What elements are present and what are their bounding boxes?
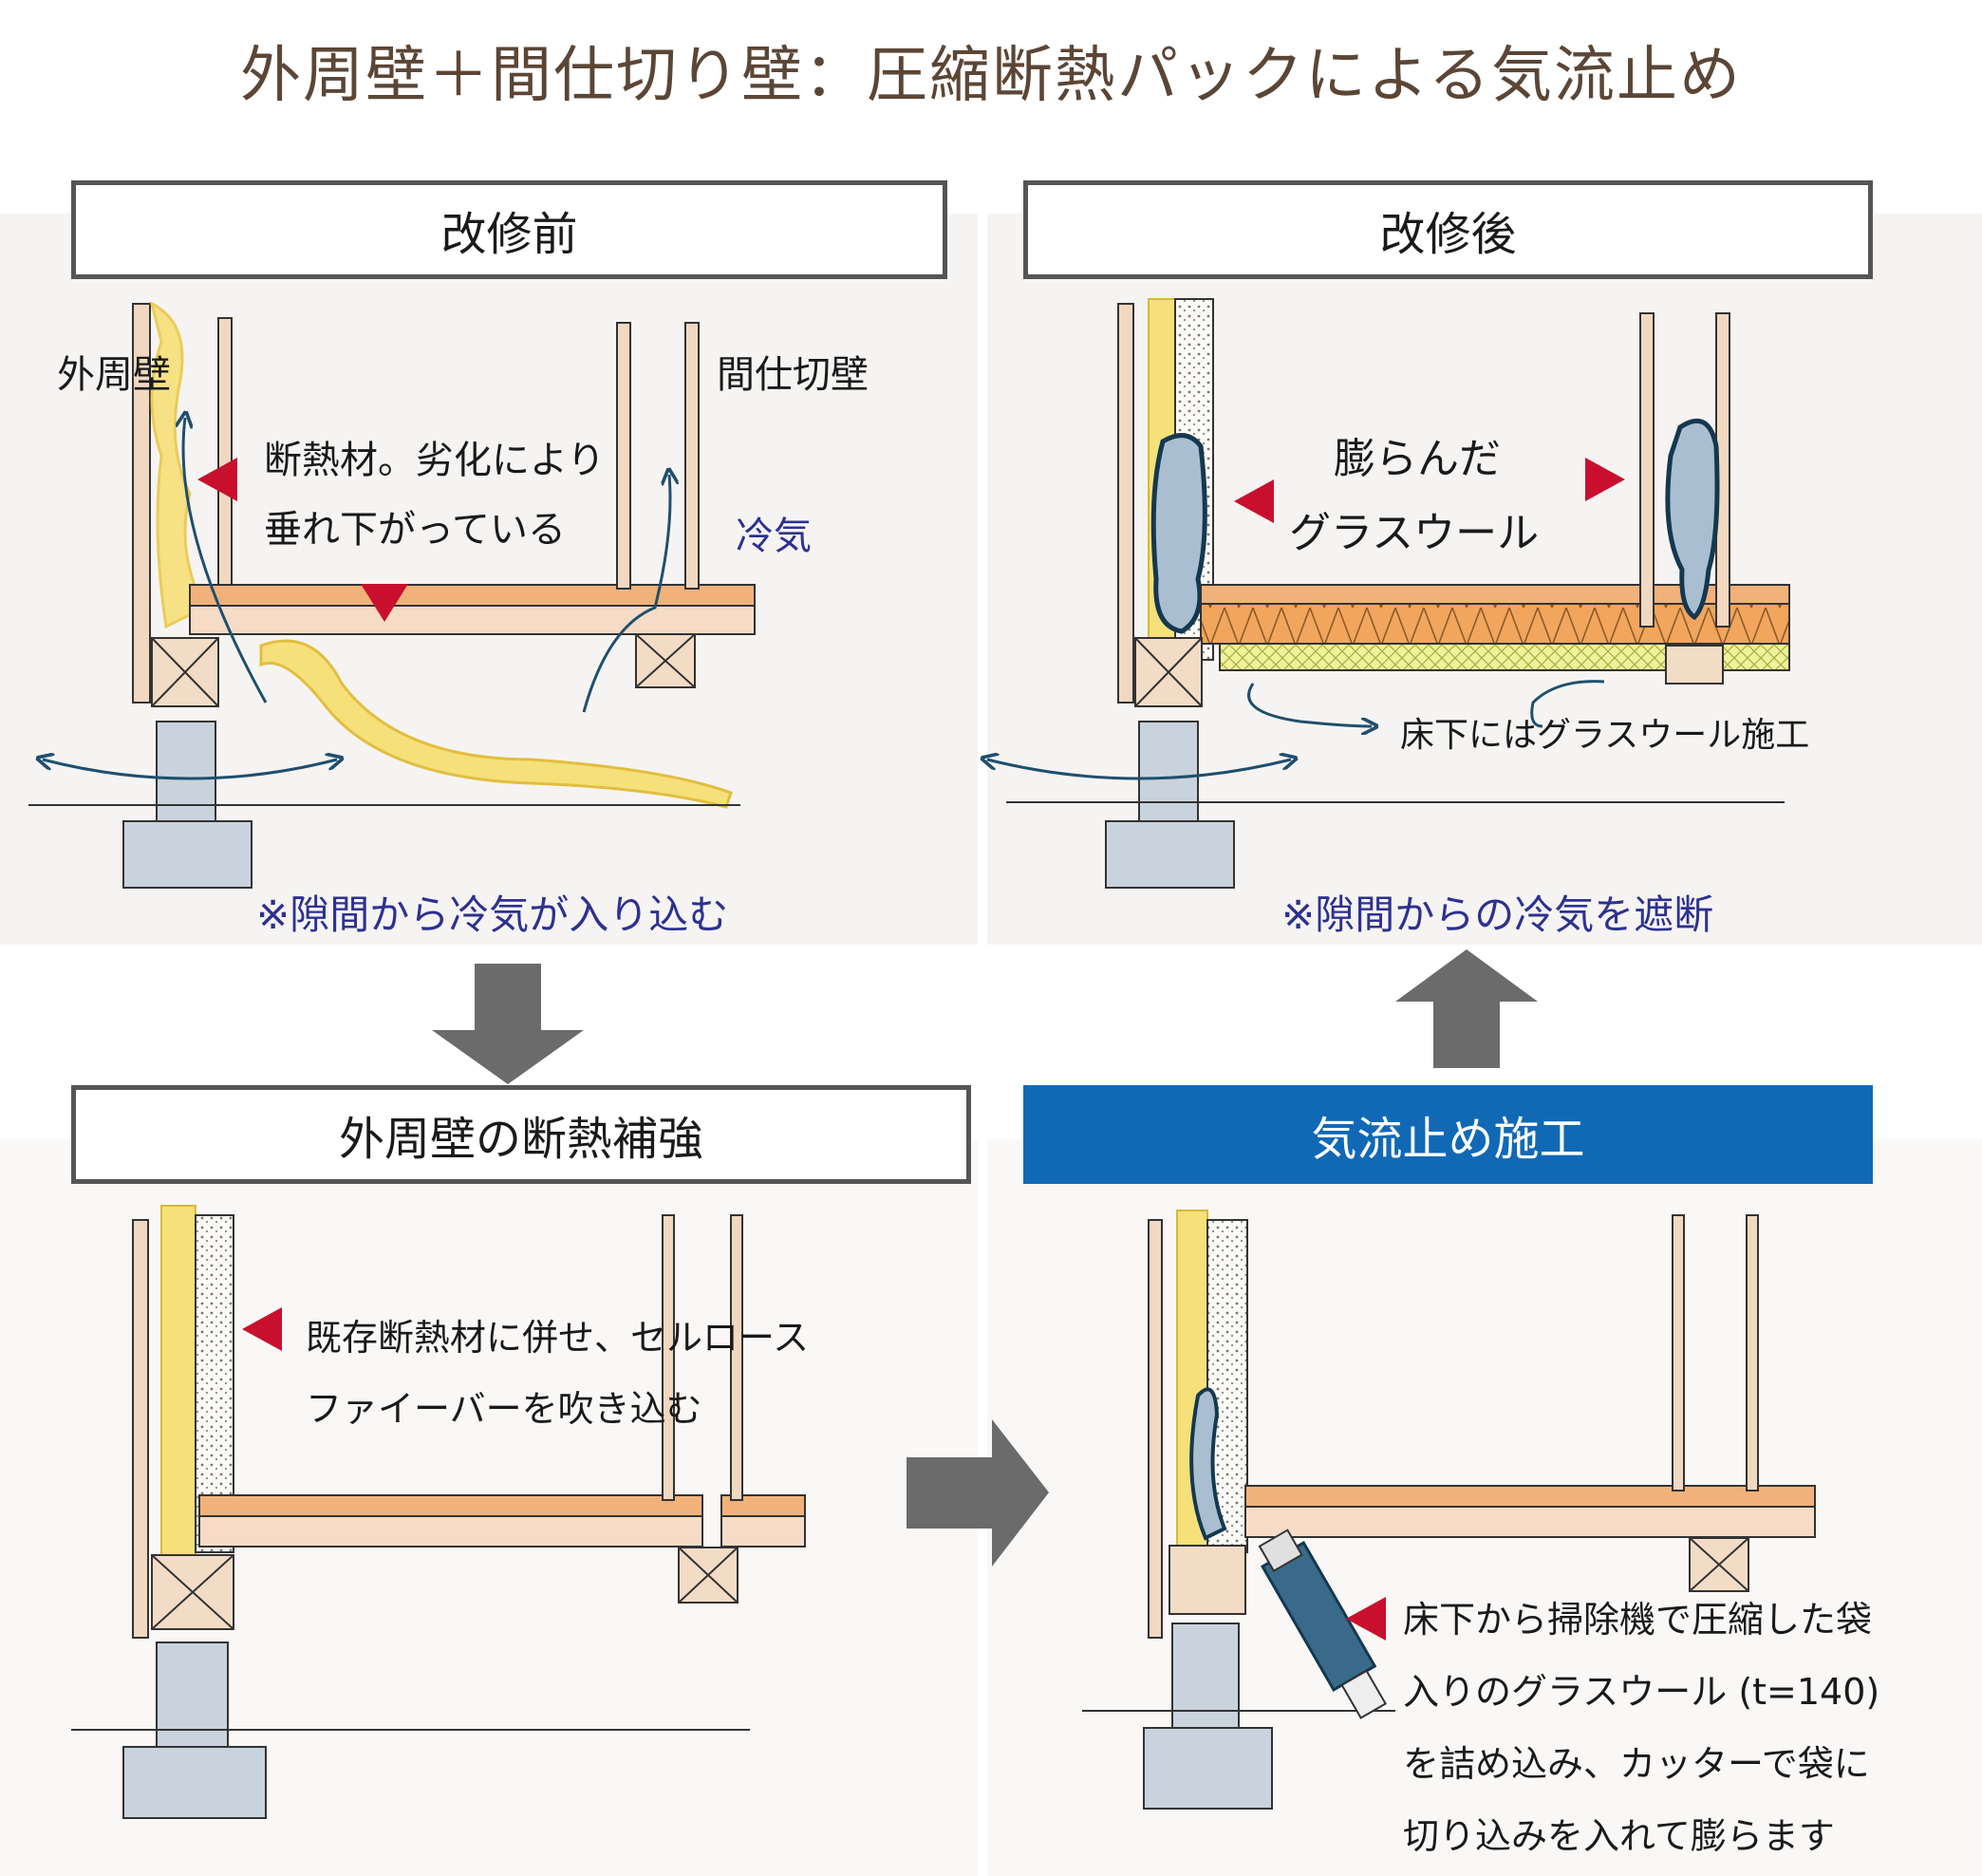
note-reinforce-line2: ファイーバーを吹き込む bbox=[306, 1388, 702, 1430]
label-swell-line2: グラスウール bbox=[1289, 509, 1540, 557]
label-floor-note: 床下にはグラスウール施工 bbox=[1400, 716, 1810, 755]
before-diagram bbox=[28, 301, 756, 889]
caption-before: ※隙間から冷気が入り込む bbox=[256, 891, 729, 938]
page-title: 外周壁＋間仕切り壁：圧縮断熱パックによる気流止め bbox=[239, 41, 1743, 111]
caption-after: ※隙間からの冷気を遮断 bbox=[1281, 891, 1714, 938]
note-airstop-line1: 床下から掃除機で圧縮した袋 bbox=[1403, 1599, 1873, 1641]
label-partition: 間仕切壁 bbox=[717, 353, 869, 397]
label-outer-wall: 外周壁 bbox=[57, 353, 171, 397]
airstop-diagram bbox=[1082, 1210, 1816, 1810]
note-airstop-line4: 切り込みを入れて膨らます bbox=[1403, 1815, 1835, 1857]
note-airstop-line3: を詰め込み、カッターで袋に bbox=[1403, 1743, 1870, 1785]
after-diagram bbox=[987, 298, 1790, 889]
heading-airstop: 気流止め施工 bbox=[1023, 1085, 1873, 1184]
heading-before: 改修前 bbox=[71, 180, 947, 279]
note-airstop-line2: 入りのグラスウール (t=140) bbox=[1403, 1671, 1880, 1713]
label-cold-air: 冷気 bbox=[736, 515, 812, 558]
reinforce-diagram bbox=[71, 1205, 806, 1819]
note-reinforce-line1: 既存断熱材に併せ、セルロース bbox=[306, 1317, 810, 1359]
heading-reinforce: 外周壁の断熱補強 bbox=[71, 1085, 971, 1184]
heading-after: 改修後 bbox=[1023, 180, 1873, 279]
note-sag-line2: 垂れ下がっている bbox=[264, 508, 566, 552]
note-sag-line1: 断熱材。劣化により bbox=[264, 439, 606, 482]
flow-arrows bbox=[432, 949, 1538, 1566]
label-swell-line1: 膨らんだ bbox=[1334, 435, 1501, 483]
